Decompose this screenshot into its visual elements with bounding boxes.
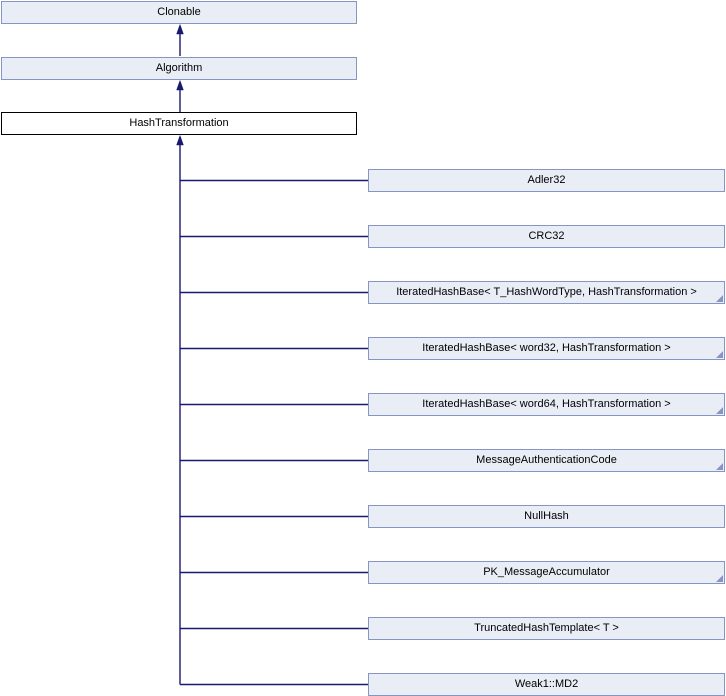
class-node-adler32[interactable]: Adler32 bbox=[368, 169, 725, 192]
class-node-label: IteratedHashBase< T_HashWordType, HashTr… bbox=[396, 286, 697, 298]
class-node-nullhash[interactable]: NullHash bbox=[368, 505, 725, 528]
class-node-messageauthenticationcode[interactable]: MessageAuthenticationCode bbox=[368, 449, 725, 472]
more-subclasses-fold-icon bbox=[716, 295, 723, 302]
class-node-label: PK_MessageAccumulator bbox=[483, 566, 610, 578]
class-node-label: MessageAuthenticationCode bbox=[476, 454, 617, 466]
arrowhead-clonable bbox=[176, 23, 184, 35]
class-node-truncatedhashtemplate[interactable]: TruncatedHashTemplate< T > bbox=[368, 617, 725, 640]
class-node-pk-messageaccumulator[interactable]: PK_MessageAccumulator bbox=[368, 561, 725, 584]
arrowhead-algorithm bbox=[176, 79, 184, 91]
class-node-label: Weak1::MD2 bbox=[514, 678, 579, 690]
class-node-label: NullHash bbox=[524, 510, 569, 522]
class-node-label: Adler32 bbox=[527, 174, 566, 186]
class-node-algorithm[interactable]: Algorithm bbox=[1, 57, 357, 80]
class-node-iteratedhashbase-word32[interactable]: IteratedHashBase< word32, HashTransforma… bbox=[368, 337, 725, 360]
class-node-weak1-md2[interactable]: Weak1::MD2 bbox=[368, 673, 725, 696]
more-subclasses-fold-icon bbox=[716, 463, 723, 470]
class-node-label: Algorithm bbox=[155, 62, 203, 74]
class-node-clonable[interactable]: Clonable bbox=[1, 1, 357, 24]
class-node-label: IteratedHashBase< word64, HashTransforma… bbox=[422, 398, 671, 410]
more-subclasses-fold-icon bbox=[716, 351, 723, 358]
class-node-crc32[interactable]: CRC32 bbox=[368, 225, 725, 248]
class-node-hashtransformation: HashTransformation bbox=[1, 112, 357, 135]
class-node-label: TruncatedHashTemplate< T > bbox=[474, 622, 619, 634]
arrowhead-hashtransformation bbox=[176, 134, 184, 146]
more-subclasses-fold-icon bbox=[716, 575, 723, 582]
class-node-iteratedhashbase-t-hashwordtype[interactable]: IteratedHashBase< T_HashWordType, HashTr… bbox=[368, 281, 725, 304]
class-node-label: Clonable bbox=[157, 6, 201, 18]
more-subclasses-fold-icon bbox=[716, 407, 723, 414]
class-node-iteratedhashbase-word64[interactable]: IteratedHashBase< word64, HashTransforma… bbox=[368, 393, 725, 416]
class-node-label: HashTransformation bbox=[129, 117, 229, 129]
class-node-label: IteratedHashBase< word32, HashTransforma… bbox=[422, 342, 671, 354]
class-node-label: CRC32 bbox=[528, 230, 565, 242]
